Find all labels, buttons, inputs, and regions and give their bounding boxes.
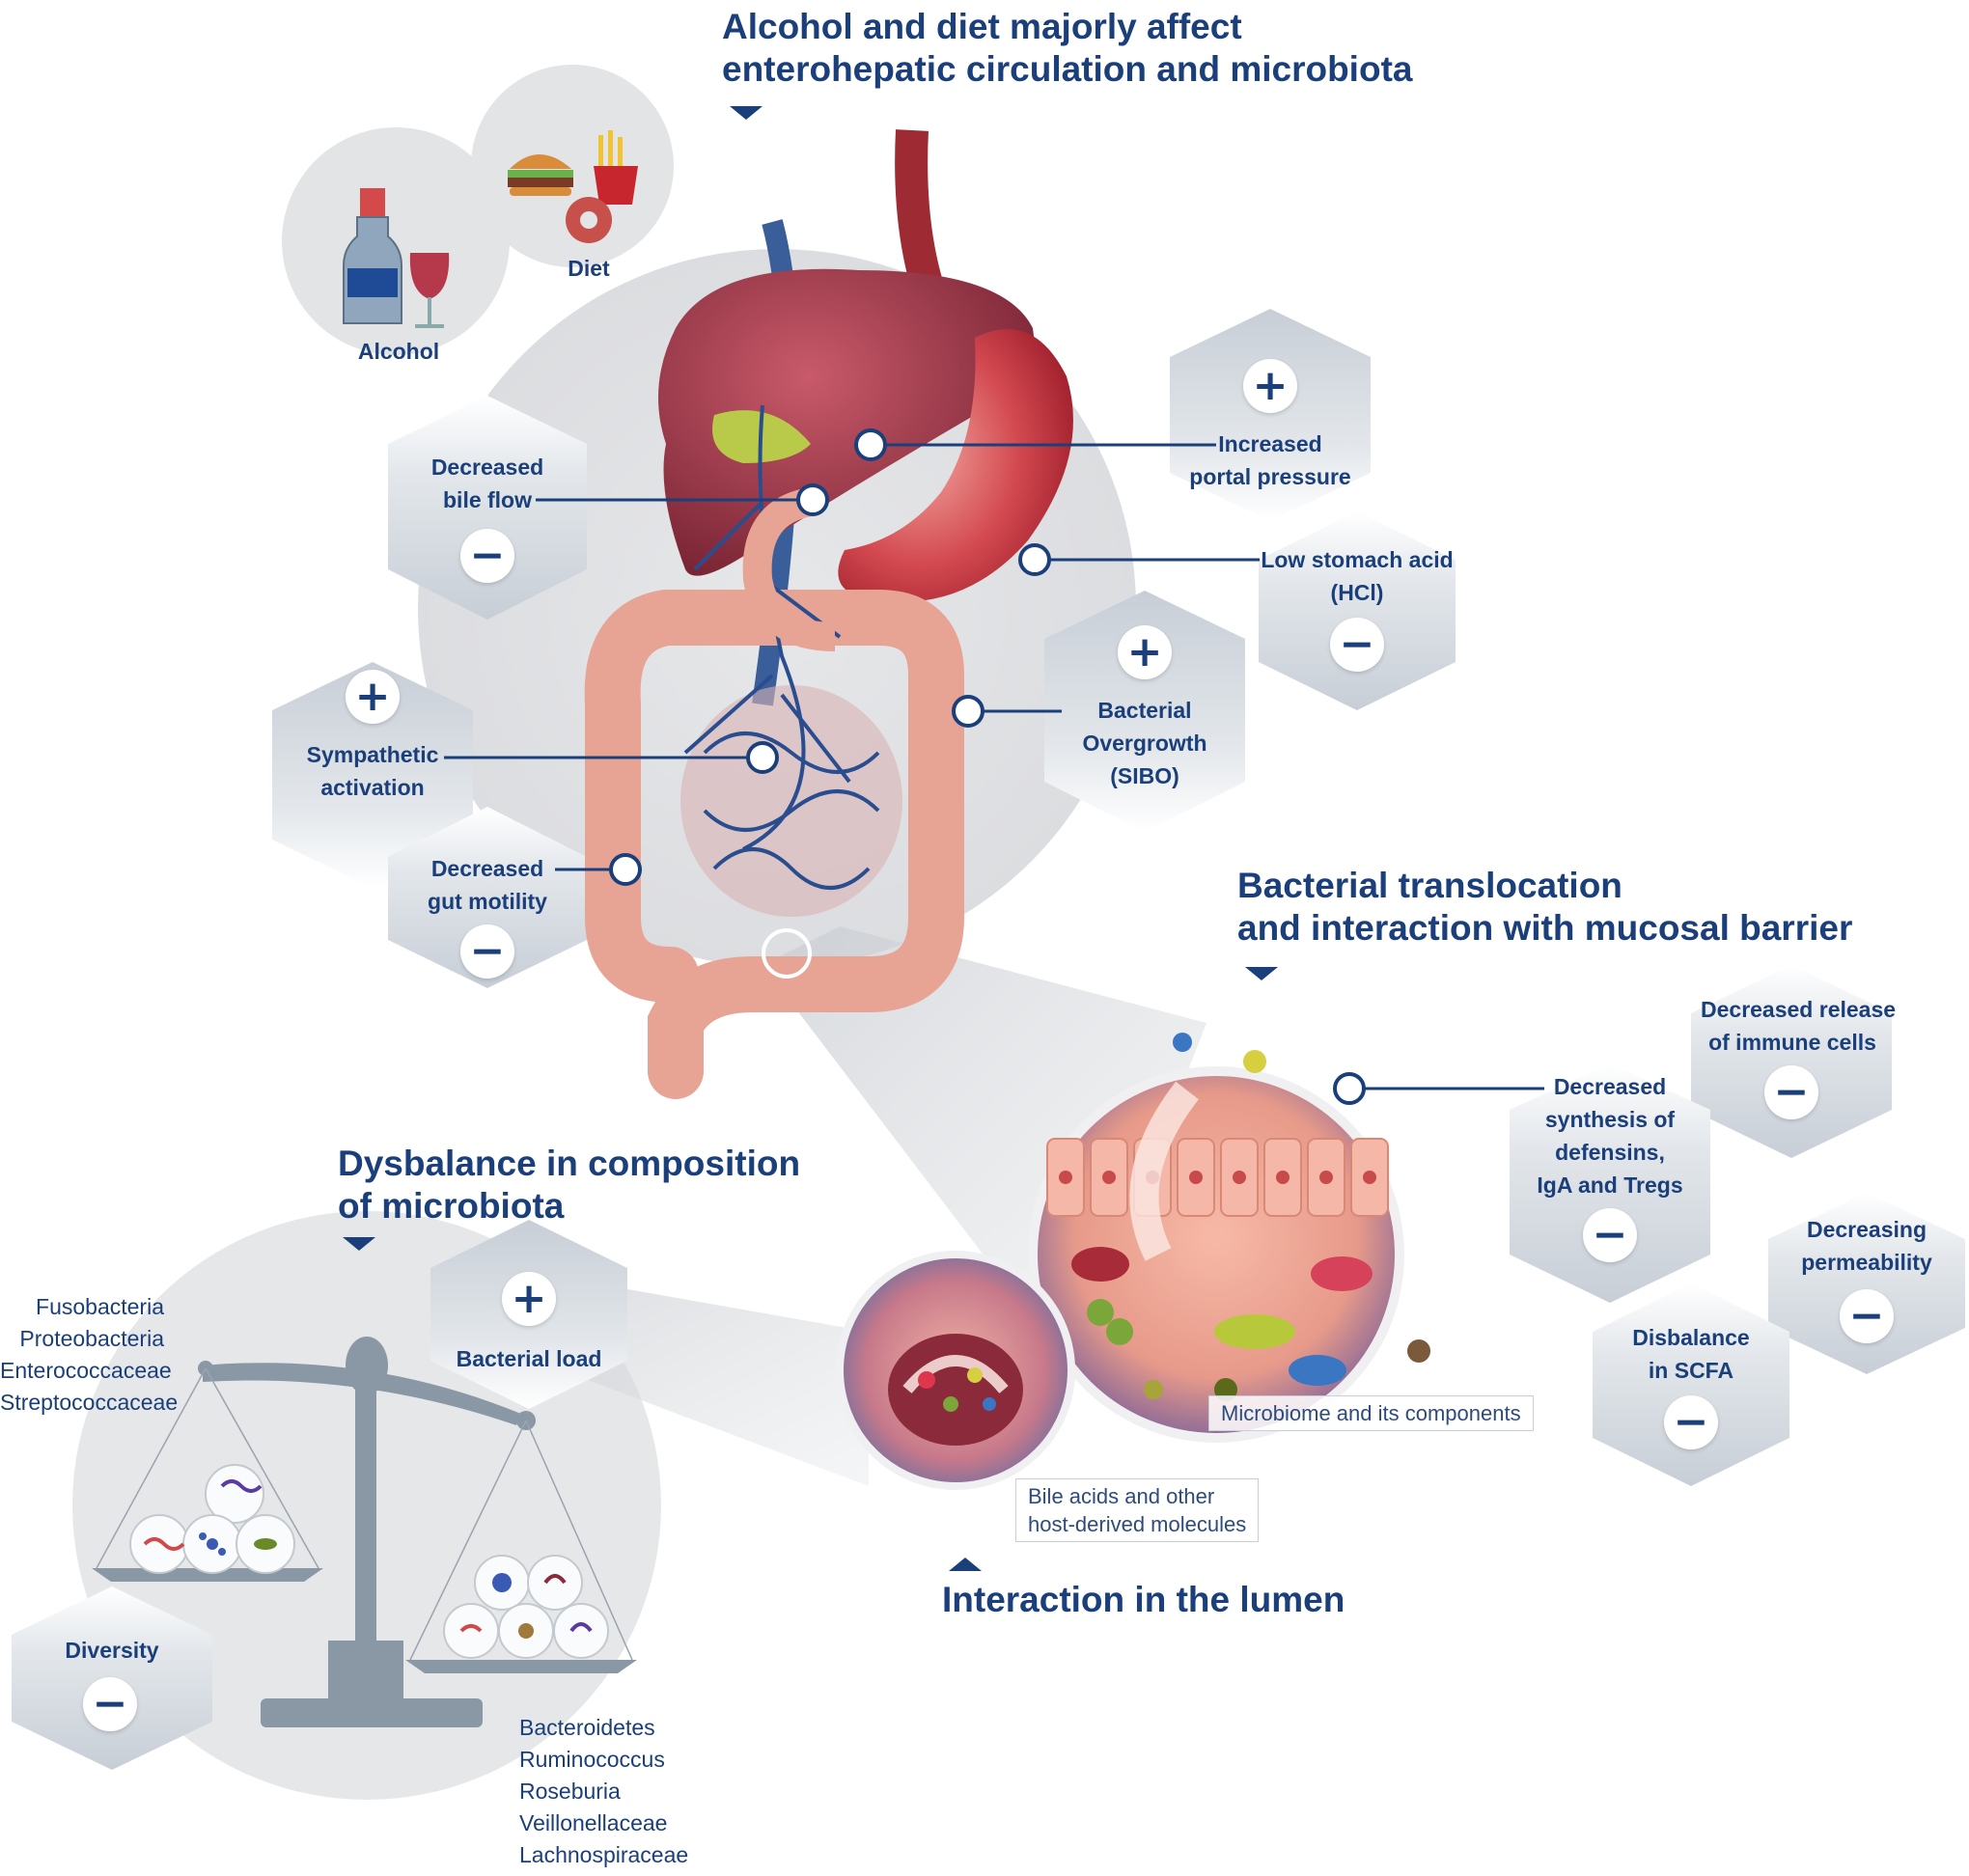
translocation-title-line1: Bacterial translocation (1237, 866, 1622, 905)
taxon-streptococcaceae: Streptococcaceae (0, 1390, 179, 1415)
main-title-line1: Alcohol and diet majorly affect (722, 7, 1242, 46)
diet-circle (471, 65, 674, 267)
scale-strings (96, 1367, 633, 1661)
sibo-label-line2: Overgrowth (1082, 731, 1207, 756)
bile-flow-label-line2: bile flow (443, 487, 532, 512)
defensins-label-line3: defensins, (1555, 1140, 1665, 1165)
dysbalance-title-line1: Dysbalance in composition (338, 1144, 801, 1183)
minus-icon: − (1583, 1208, 1637, 1262)
microbiome-caption: Microbiome and its components (1208, 1395, 1534, 1431)
bacteria-bubbles-right (443, 1555, 609, 1659)
sympathetic-label-line1: Sympathetic (306, 742, 439, 767)
gut-motility-label-line1: Decreased (430, 856, 544, 881)
mucosa-magnified-circle (1028, 1033, 1430, 1443)
diet-label: Diet (568, 256, 610, 281)
bile-acids-caption-line2: host-derived molecules (1028, 1512, 1247, 1536)
balance-scale (92, 1337, 637, 1727)
taxon-ruminococcus: Ruminococcus (519, 1747, 665, 1772)
fries-icon (594, 130, 638, 205)
bacterial-load-label: Bacterial load (456, 1346, 602, 1371)
connector-nodes (609, 428, 1366, 1105)
bile-acids-caption-line1: Bile acids and other (1028, 1484, 1215, 1508)
minus-icon: − (1664, 1395, 1718, 1449)
stomach-acid-label-line2: (HCl) (1330, 580, 1384, 605)
stomach-acid-label-line1: Low stomach acid (1261, 547, 1454, 572)
scfa-label-line2: in SCFA (1648, 1358, 1734, 1383)
plus-icon: + (346, 670, 400, 724)
sympathetic-label-line2: activation (320, 775, 425, 800)
scfa-label-line1: Disbalance (1632, 1325, 1750, 1350)
plus-icon: + (1118, 625, 1172, 679)
minus-icon: − (83, 1677, 137, 1731)
donut-icon (566, 197, 612, 243)
alcohol-bottle-icon (343, 188, 402, 324)
bile-flow-label-line1: Decreased (430, 455, 544, 480)
sibo-label-line3: (SIBO) (1110, 763, 1179, 788)
translocation-title-line2: and interaction with mucosal barrier (1237, 908, 1853, 948)
taxon-bacteroidetes: Bacteroidetes (519, 1715, 655, 1740)
minus-icon: − (460, 529, 514, 583)
bacteria-bubbles-left (129, 1464, 295, 1574)
diversity-label: Diversity (65, 1638, 159, 1663)
taxon-fusobacteria: Fusobacteria (36, 1294, 164, 1319)
immune-release-label-line2: of immune cells (1708, 1030, 1876, 1055)
hexagons (12, 309, 1965, 1770)
plus-icon: + (1243, 359, 1297, 413)
minus-icon: − (460, 924, 514, 979)
taxon-enterococcaceae: Enterococcaceae (0, 1358, 172, 1383)
sibo-label-line1: Bacterial (1097, 698, 1192, 723)
burger-icon (508, 154, 573, 196)
taxon-proteobacteria: Proteobacteria (19, 1326, 164, 1351)
portal-pressure-label-line1: Increased (1218, 431, 1322, 456)
main-title-line2: enterohepatic circulation and microbiota (722, 49, 1413, 89)
dysbalance-title-line2: of microbiota (338, 1186, 565, 1226)
pointer-triangles (343, 106, 1278, 1571)
lumen-magnified-circle (836, 1251, 1075, 1490)
portal-pressure-label-line2: portal pressure (1189, 464, 1351, 489)
minus-icon: − (1840, 1289, 1894, 1343)
zoom-marker (762, 928, 812, 979)
increased-taxa-list: Fusobacteria Proteobacteria Enterococcac… (0, 1291, 179, 1419)
immune-release-label-line1: Decreased release (1701, 997, 1897, 1022)
taxon-lachnospiraceae: Lachnospiraceae (519, 1842, 689, 1867)
bacteria-cluster (1071, 1033, 1430, 1401)
lumen-title: Interaction in the lumen (942, 1580, 1345, 1619)
defensins-label-line1: Decreased (1553, 1074, 1667, 1099)
minus-icon: − (1330, 618, 1384, 672)
defensins-label-line2: synthesis of (1544, 1107, 1676, 1132)
permeability-label-line2: permeability (1801, 1250, 1932, 1275)
wine-glass-icon (409, 253, 450, 328)
bile-acids-caption: Bile acids and other host-derived molecu… (1015, 1478, 1260, 1542)
defensins-label-line4: IgA and Tregs (1537, 1172, 1683, 1198)
permeability-label-line1: Decreasing (1806, 1217, 1927, 1242)
taxon-veillonellaceae: Veillonellaceae (519, 1810, 668, 1835)
minus-icon: − (1764, 1065, 1818, 1119)
alcohol-label: Alcohol (357, 339, 440, 364)
decreased-taxa-list: Bacteroidetes Ruminococcus Roseburia Vei… (519, 1712, 712, 1871)
taxon-roseburia: Roseburia (519, 1779, 621, 1804)
gi-tract-illustration (584, 129, 1073, 1099)
plus-icon: + (502, 1272, 556, 1326)
gut-motility-label-line2: gut motility (428, 889, 547, 914)
alcohol-circle (282, 127, 510, 355)
